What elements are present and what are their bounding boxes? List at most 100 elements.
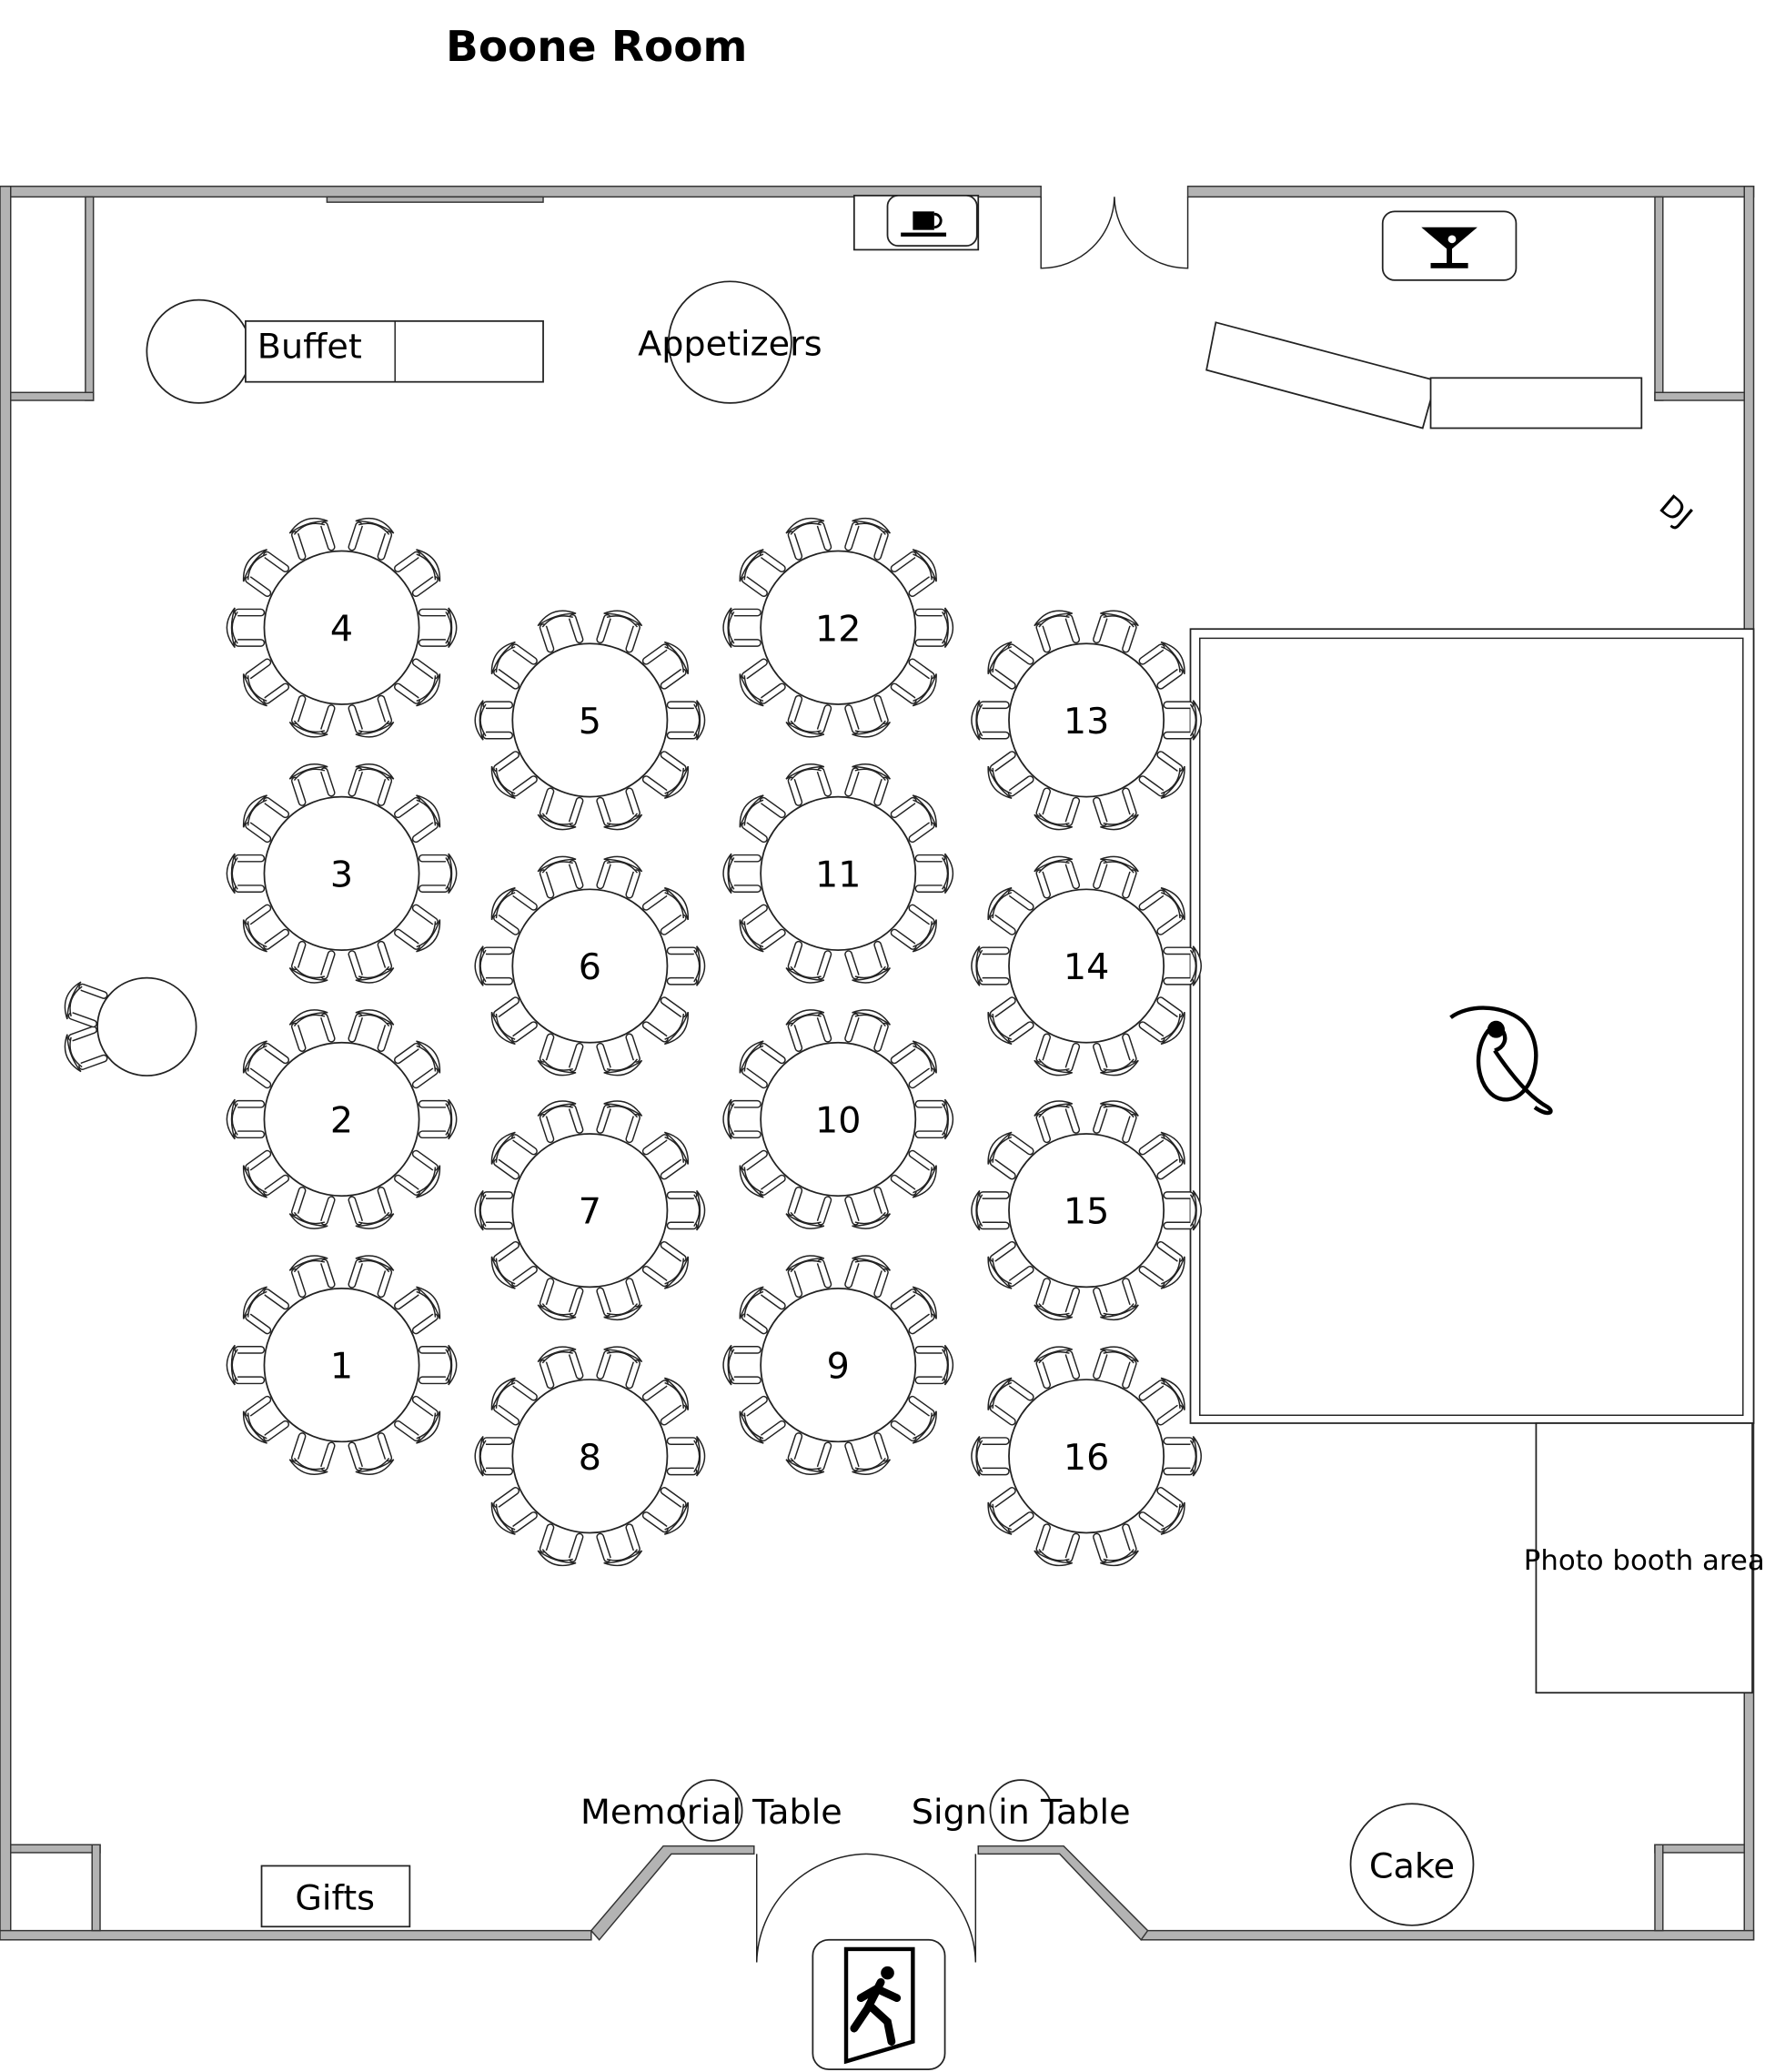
chair [785,517,832,561]
guest-table-6[interactable]: 6 [474,852,706,1080]
chair [490,1131,538,1180]
chair [418,853,458,894]
guest-table-16[interactable]: 16 [971,1342,1202,1571]
dj-label: DJ [1653,488,1699,534]
round-table-top [511,888,669,1044]
guest-table-14[interactable]: 14 [971,852,1202,1080]
table-number: 14 [1064,946,1109,988]
chair [288,694,336,738]
dance-floor [1189,628,1755,1424]
chair [971,700,1010,741]
guest-table-5[interactable]: 5 [474,606,706,834]
memorial-table-label: Memorial Table [580,1792,842,1832]
chair [1034,1100,1081,1144]
round-table-top [263,1287,420,1443]
chair [1093,1523,1139,1567]
chair [844,940,892,984]
chair [971,945,1010,986]
cake-label: Cake [1369,1846,1455,1886]
chair [596,1523,643,1567]
table-number: 15 [1064,1191,1109,1233]
round-table-top [263,1041,420,1198]
chair [537,1033,584,1076]
chair [971,1436,1010,1477]
chair [785,940,832,984]
top-double-door[interactable] [1040,197,1189,269]
guest-table-3[interactable]: 3 [226,759,458,987]
chair [288,517,336,561]
chair [785,1187,832,1229]
chair [348,1432,395,1475]
chair [348,763,395,806]
chair [914,607,954,649]
chair [722,1344,761,1386]
round-table-top [511,1133,669,1289]
guest-table-4[interactable]: 4 [226,513,458,742]
memorial-table [680,1779,743,1842]
round-table-top [1008,642,1165,798]
chair [844,694,892,738]
chair [490,641,538,690]
chair [226,853,266,894]
chair [537,1278,584,1320]
chair [348,1255,395,1299]
chair [1093,1033,1139,1076]
buffet-label: Buffet [257,327,362,367]
chair [394,1395,441,1444]
chair [666,945,706,986]
chair [971,1189,1010,1231]
chair [785,1255,832,1299]
chair [1034,610,1081,653]
guest-table-8[interactable]: 8 [474,1342,706,1571]
round-table-top [511,1379,669,1534]
table-number: 3 [330,854,353,896]
chair [348,940,395,984]
chair [348,1009,395,1052]
dj-table [1429,377,1643,430]
guest-table-13[interactable]: 13 [971,606,1202,834]
chair [641,1131,689,1180]
table-number: 7 [579,1191,601,1233]
chair [1034,1523,1081,1567]
guest-table-12[interactable]: 12 [722,513,954,742]
round-table-top [760,1041,917,1198]
chair [914,853,954,894]
chair [1093,1100,1139,1144]
chair [785,1432,832,1475]
buffet-round-table [146,298,252,404]
guest-table-1[interactable]: 1 [226,1251,458,1480]
chair [596,787,643,831]
guest-table-2[interactable]: 2 [226,1005,458,1233]
guest-table-7[interactable]: 7 [474,1097,706,1325]
gifts-table [260,1865,411,1928]
bar-sign [1381,210,1518,281]
chair [474,945,514,986]
round-table-top [760,550,917,705]
table-number: 12 [815,608,861,650]
guest-table-15[interactable]: 15 [971,1097,1202,1325]
chair [739,904,786,953]
chair [348,1187,395,1229]
guest-table-10[interactable]: 10 [722,1005,954,1233]
chair [596,1346,643,1390]
guest-table-9[interactable]: 9 [722,1251,954,1480]
table-number: 6 [579,946,601,988]
chair [474,1189,514,1231]
chair [641,996,689,1046]
bottom-double-door[interactable] [756,1853,977,1963]
chair [596,1100,643,1144]
guest-table-11[interactable]: 11 [722,759,954,987]
chair [739,1395,786,1444]
chair [666,1436,706,1477]
side-table[interactable] [60,976,197,1076]
chair [844,1255,892,1299]
chair [490,996,538,1046]
chair [844,1009,892,1052]
round-table-top [760,795,917,951]
chair [785,1009,832,1052]
chair [914,1098,954,1140]
chair [474,1436,514,1477]
chair [596,1278,643,1320]
sign-in-table-label: Sign in Table [912,1792,1131,1832]
